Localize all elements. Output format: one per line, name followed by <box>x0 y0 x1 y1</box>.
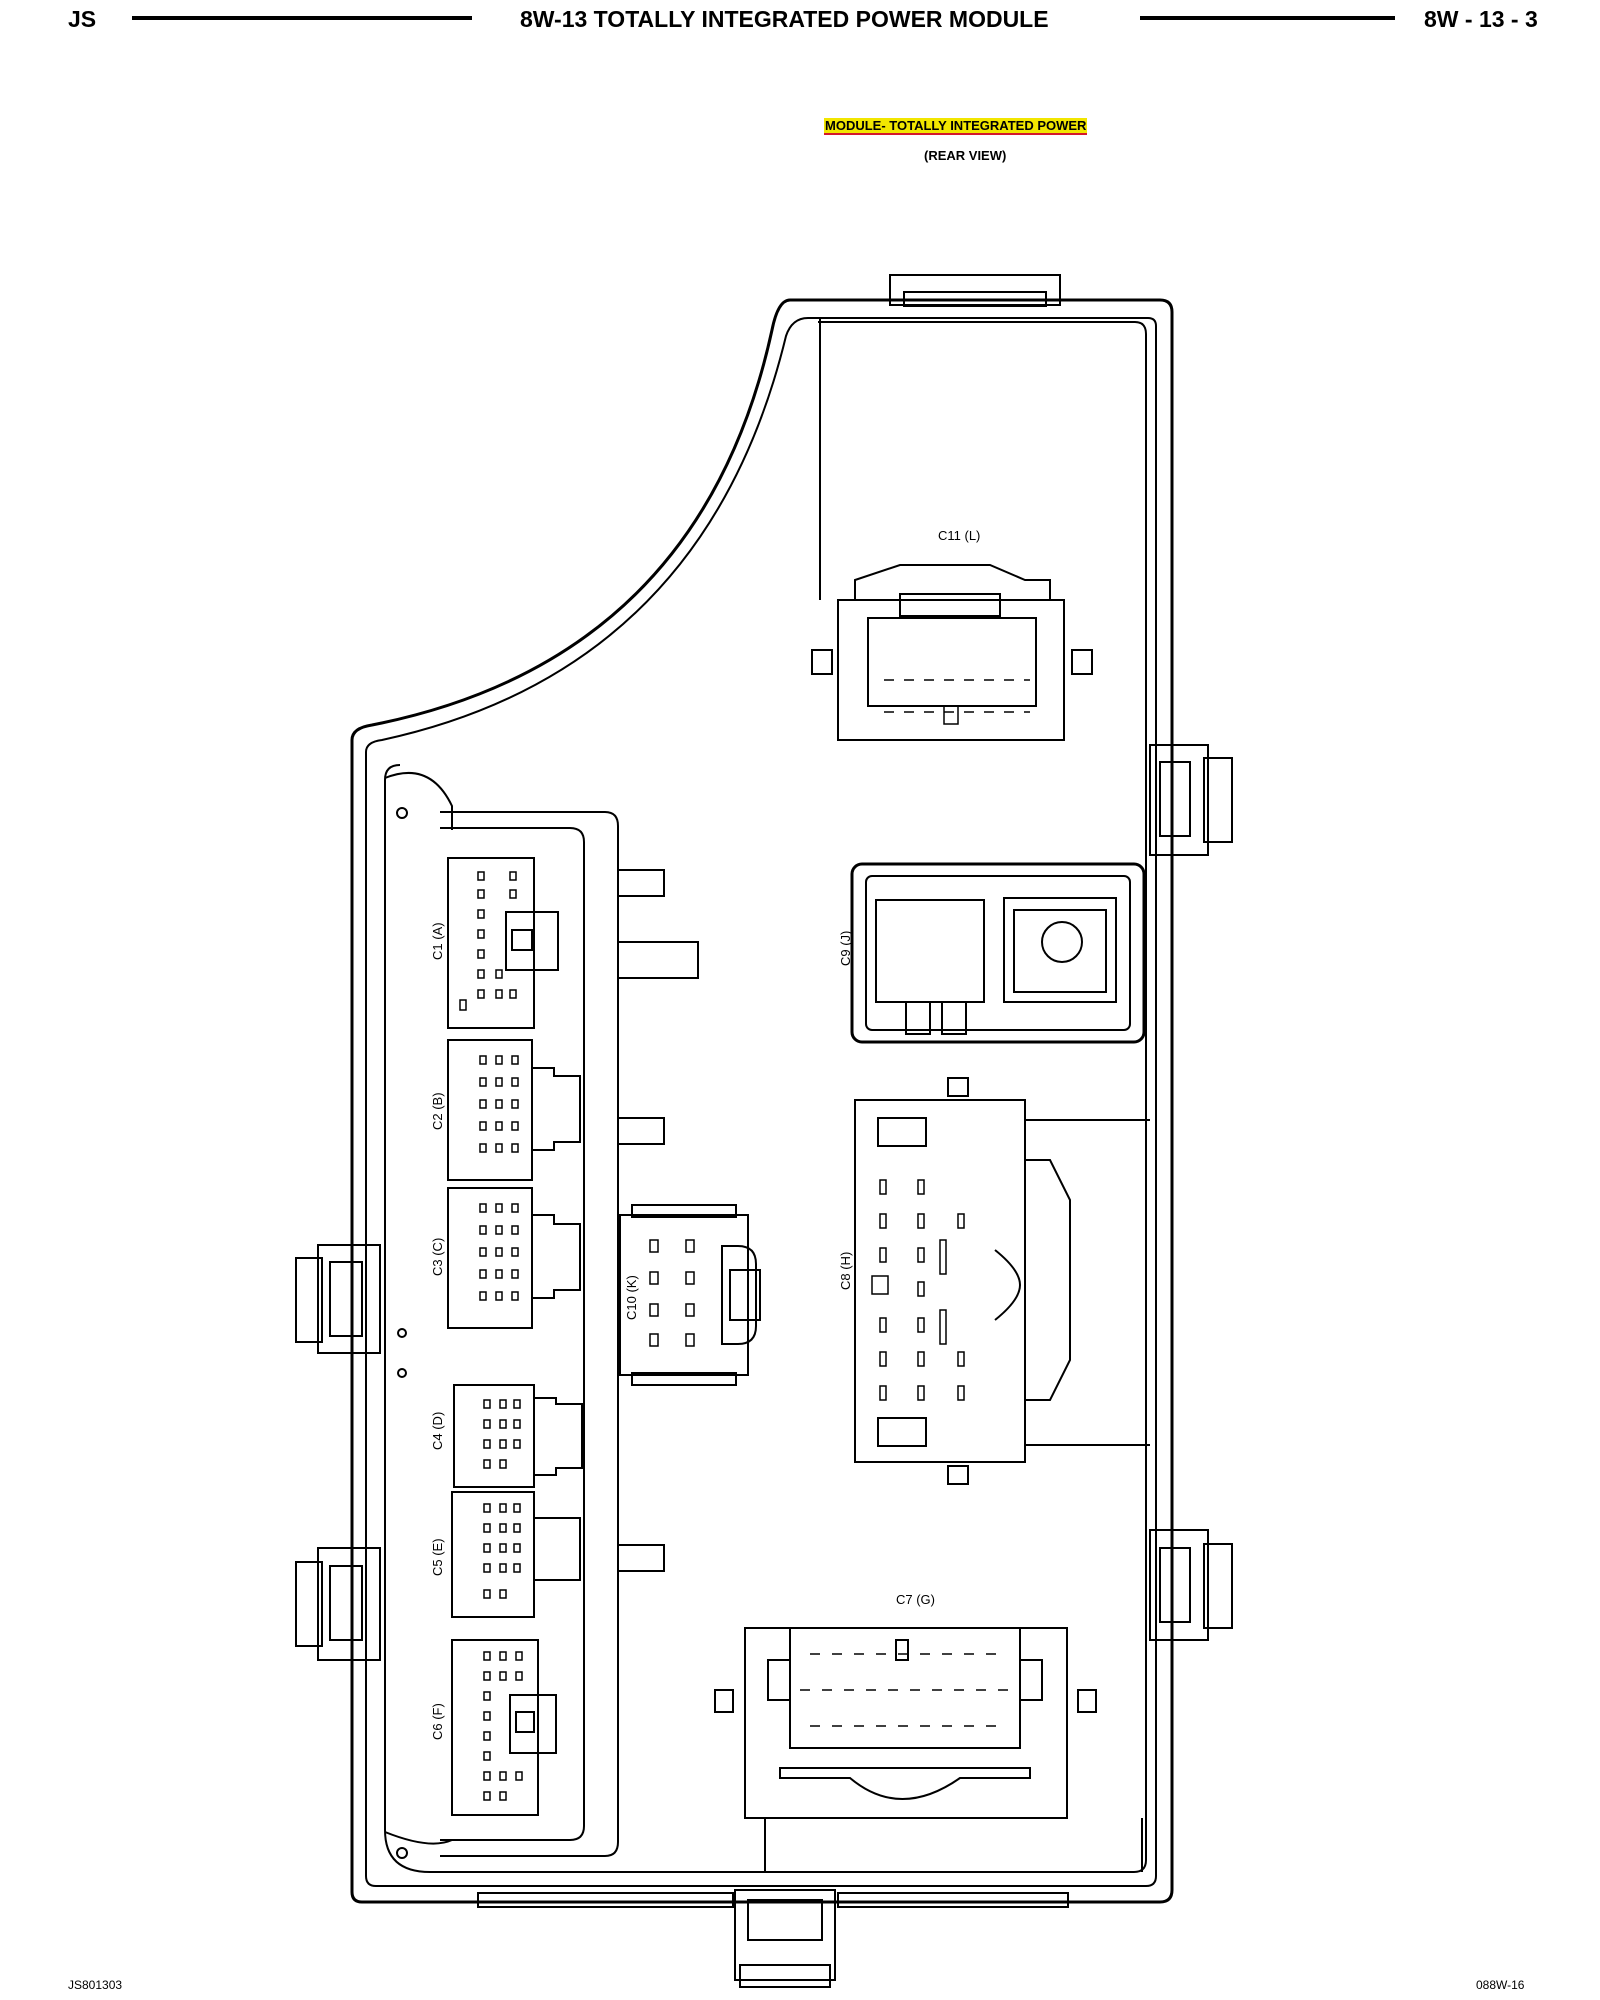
connector-c10 <box>619 1204 761 1386</box>
right-clip-lower <box>1149 1529 1233 1641</box>
connector-c5 <box>451 1491 581 1618</box>
left-clip-lower <box>295 1547 381 1661</box>
page-title: 8W-13 TOTALLY INTEGRATED POWER MODULE <box>520 6 1049 32</box>
footer-left-code: JS801303 <box>68 1978 123 1992</box>
label-c7: C7 (G) <box>896 1592 935 1607</box>
label-c11: C11 (L) <box>938 528 980 543</box>
bottom-rail <box>477 1892 734 1908</box>
bank-tab-3 <box>617 1117 665 1145</box>
housing-inner <box>365 317 1157 1887</box>
connector-c1 <box>447 857 559 1029</box>
label-c2: C2 (B) <box>430 1092 445 1130</box>
bank-tab-2 <box>617 941 699 979</box>
label-c8: C8 (H) <box>838 1252 853 1290</box>
housing-outer <box>350 298 1174 1904</box>
bank-tab-4 <box>617 1544 665 1572</box>
bottom-latch-foot <box>739 1964 831 1988</box>
diagram-title: MODULE- TOTALLY INTEGRATED POWER <box>824 118 1088 135</box>
bottom-latch <box>734 1889 836 1981</box>
page-number: 8W - 13 - 3 <box>1424 6 1538 32</box>
label-c5: C5 (E) <box>430 1538 445 1576</box>
top-latch-inner <box>903 291 1047 307</box>
label-c9: C9 (J) <box>838 931 853 966</box>
label-c4: C4 (D) <box>430 1412 445 1450</box>
label-c3: C3 (C) <box>430 1238 445 1276</box>
connector-bank-inner <box>440 827 585 1841</box>
housing-cavity <box>384 321 1147 1873</box>
header-left-code: JS <box>68 6 97 32</box>
connector-c11 <box>811 318 1093 741</box>
connector-c6 <box>451 1639 557 1816</box>
diagram-view-label: (REAR VIEW) <box>924 148 1007 163</box>
label-c1: C1 (A) <box>430 922 445 960</box>
connector-c9 <box>850 862 1146 1044</box>
corner-notch-top <box>384 771 453 830</box>
right-clip-upper <box>1149 744 1233 856</box>
bottom-rail-2 <box>837 1892 1069 1908</box>
label-c6: C6 (F) <box>430 1703 445 1740</box>
label-c10: C10 (K) <box>624 1275 639 1320</box>
connector-c4 <box>453 1384 583 1488</box>
footer-right-code: 088W-16 <box>1476 1978 1525 1992</box>
connector-c3 <box>447 1187 581 1329</box>
mount-hole-mid-2 <box>397 1368 407 1378</box>
left-clip-upper <box>295 1244 381 1354</box>
bank-tab-1 <box>617 869 665 897</box>
mount-hole-mid-1 <box>397 1328 407 1338</box>
bottom-latch-inner <box>747 1899 823 1941</box>
connector-c7 <box>714 1627 1143 1872</box>
connector-bank-frame <box>440 811 619 1857</box>
header-rule-right <box>1140 16 1395 20</box>
header-rule-left <box>132 16 472 20</box>
corner-notch-bottom <box>384 1831 453 1845</box>
mount-hole-top <box>396 807 408 819</box>
mount-hole-bottom <box>396 1847 408 1859</box>
connector-c2 <box>447 1039 581 1181</box>
connector-c8 <box>854 1077 1150 1485</box>
